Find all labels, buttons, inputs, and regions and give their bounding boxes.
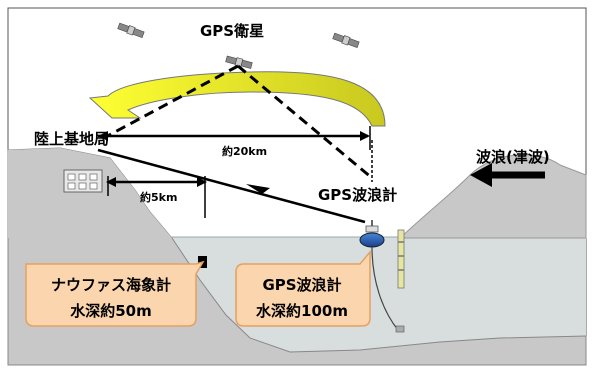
sat-to-land-line	[99, 64, 239, 142]
waves-label: 波浪(津波)	[476, 148, 550, 166]
nowphas-callout-line2: 水深約50m	[70, 302, 152, 320]
arrowhead-left-5km	[106, 177, 116, 187]
sat-to-buoy-line	[237, 64, 373, 180]
arrowhead-right	[360, 131, 370, 141]
distance-5km-label: 約5km	[140, 190, 177, 204]
land-station-label: 陸上基地局	[34, 130, 109, 148]
arrowhead-left	[98, 131, 108, 141]
mooring-pole	[397, 229, 405, 289]
anchor-block	[395, 325, 405, 333]
nowphas-callout	[25, 260, 205, 327]
gps-callout-line2: 水深約100m	[256, 302, 348, 320]
gps-buoy-icon	[359, 220, 399, 331]
satellite-label: GPS衛星	[200, 22, 264, 40]
satellite-icon	[332, 32, 360, 48]
satellite-icon	[225, 55, 253, 69]
coast-land	[8, 148, 172, 238]
radio-link-line	[97, 148, 366, 224]
signal-arc-arrow	[88, 71, 386, 127]
satellite-icon	[117, 22, 145, 38]
gps-buoy-label: GPS波浪計	[318, 186, 397, 204]
nowphas-callout-line1: ナウファス海象計	[51, 276, 171, 294]
wave-arrow-icon	[470, 163, 492, 187]
distance-20km-label: 約20km	[222, 144, 267, 158]
arrowhead-right-5km	[197, 177, 207, 187]
radio-link-mark	[246, 184, 270, 194]
building-icon	[63, 169, 103, 193]
gps-callout	[235, 249, 371, 327]
gps-callout-line1: GPS波浪計	[262, 276, 341, 294]
